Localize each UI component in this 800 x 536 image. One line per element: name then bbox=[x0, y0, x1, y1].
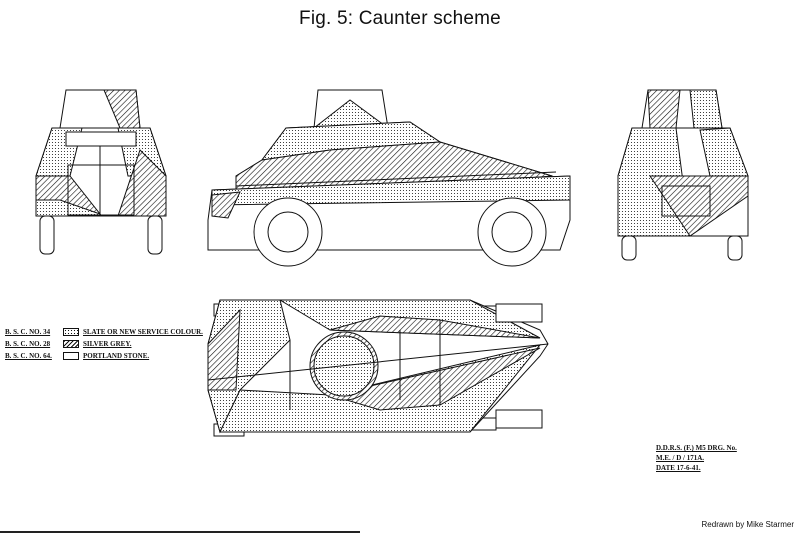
side-view bbox=[207, 89, 571, 267]
front-wheel-left bbox=[39, 215, 55, 255]
drawing-id: M.E. / D / 171A. bbox=[656, 454, 705, 462]
front-hatch-right bbox=[117, 149, 167, 217]
top-view bbox=[207, 299, 549, 437]
drawing-number: D.D.R.S. (F.) M5 DRG. No. bbox=[656, 444, 737, 452]
legend-row: B. S. C. NO. 28 SILVER GREY. bbox=[5, 338, 203, 350]
legend-code: B. S. C. NO. 28 bbox=[5, 340, 51, 348]
bottom-rule bbox=[0, 531, 360, 533]
dots-swatch bbox=[63, 328, 79, 336]
drawing-reference: D.D.R.S. (F.) M5 DRG. No. M.E. / D / 171… bbox=[656, 443, 737, 473]
figure-title: Fig. 5: Caunter scheme bbox=[299, 8, 501, 29]
top-hatch-rear bbox=[207, 308, 241, 391]
hatch-swatch bbox=[63, 340, 79, 348]
front-wheel-right bbox=[147, 215, 163, 255]
rear-dots-right bbox=[699, 127, 749, 177]
rear-view bbox=[617, 89, 749, 261]
rear-wheel-right bbox=[727, 235, 743, 261]
drawing-date: DATE 17-6-41. bbox=[656, 464, 701, 472]
legend-desc: PORTLAND STONE. bbox=[83, 352, 150, 360]
front-hatch-box bbox=[67, 164, 135, 216]
legend: B. S. C. NO. 34 SLATE OR NEW SERVICE COL… bbox=[5, 326, 203, 362]
front-view bbox=[35, 89, 167, 255]
legend-desc: SILVER GREY. bbox=[83, 340, 132, 348]
legend-row: B. S. C. NO. 34 SLATE OR NEW SERVICE COL… bbox=[5, 326, 203, 338]
legend-code: B. S. C. NO. 64. bbox=[5, 352, 52, 360]
rear-turret-dots bbox=[689, 89, 723, 129]
credit: Redrawn by Mike Starmer bbox=[701, 520, 794, 529]
legend-row: B. S. C. NO. 64. PORTLAND STONE. bbox=[5, 350, 203, 362]
rear-turret-hatch bbox=[647, 89, 681, 129]
rear-hatch-box bbox=[661, 185, 711, 217]
front-visor bbox=[65, 131, 137, 147]
legend-code: B. S. C. NO. 34 bbox=[5, 328, 51, 336]
plain-swatch bbox=[63, 352, 79, 360]
legend-desc: SLATE OR NEW SERVICE COLOUR. bbox=[83, 328, 203, 336]
rear-wheel-left bbox=[621, 235, 637, 261]
side-hatch-rear bbox=[211, 191, 241, 219]
top-front-plate bbox=[495, 303, 543, 323]
